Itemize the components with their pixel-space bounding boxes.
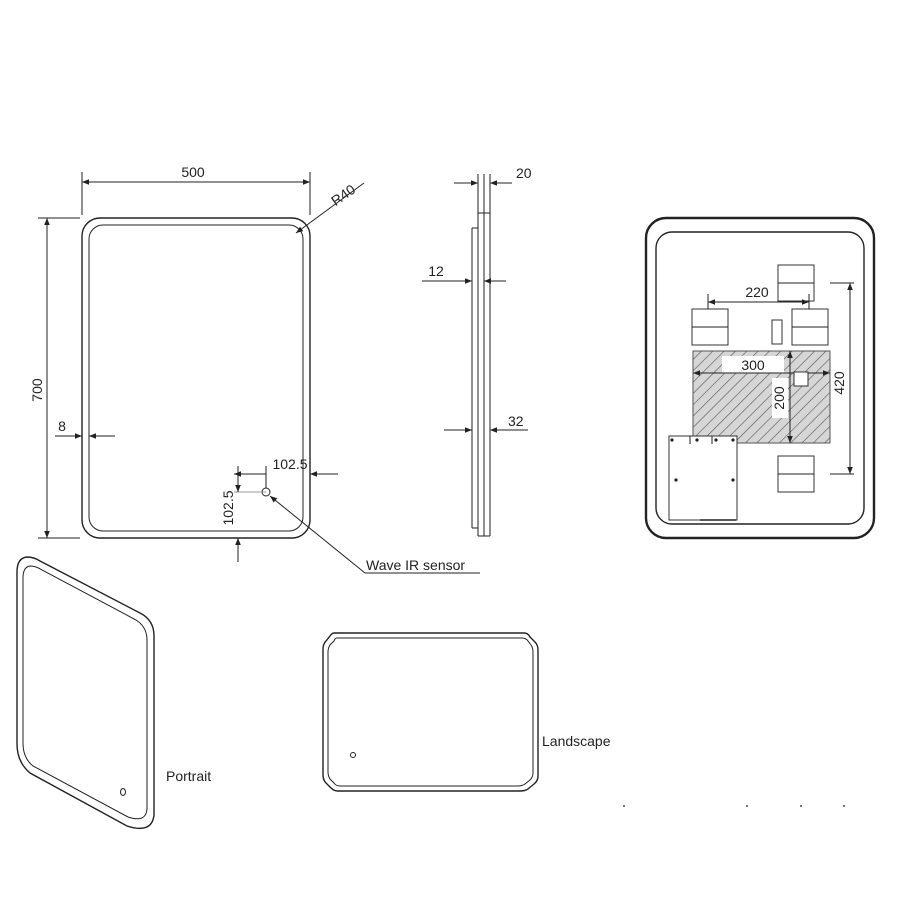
height-dimension: 700: [29, 378, 45, 402]
front-frame-inner: [88, 224, 304, 532]
connector-box: [793, 371, 809, 387]
hatch-label-bg: [722, 356, 784, 373]
portrait-label: Portrait: [166, 768, 211, 784]
side-view: 20 12 32: [422, 165, 532, 537]
depth-dimension: 20: [516, 165, 532, 181]
glass-dimension: 12: [428, 263, 444, 279]
front-frame-outer: [81, 217, 311, 539]
vertical-span-dimension: 420: [831, 371, 847, 395]
sensor-label: Wave IR sensor: [366, 557, 465, 573]
landscape-sensor: [350, 752, 356, 758]
hatch-side-label-bg: [772, 378, 788, 418]
landscape-outer: [322, 632, 539, 792]
driver-panel: [668, 435, 738, 521]
landscape-inner: [327, 637, 534, 787]
landscape-view: Landscape: [322, 632, 611, 792]
hatch-height-dimension: 200: [771, 386, 787, 410]
portrait-outer: [16, 556, 155, 830]
radius-leader: [295, 182, 365, 234]
front-view: 500 R40 700 8 102.5 102.5 Wave IR sensor: [29, 164, 480, 574]
width-dimension: 500: [181, 164, 205, 180]
radius-dimension: R40: [328, 181, 358, 209]
frame-dimension: 8: [58, 418, 66, 434]
sensor-y-dimension: 102.5: [220, 490, 236, 525]
portrait-inner: [22, 565, 148, 820]
landscape-label: Landscape: [542, 733, 611, 749]
rear-frame-inner: [655, 231, 865, 525]
hatch-width-dimension: 300: [741, 357, 765, 373]
sensor-x-dimension: 102.5: [272, 456, 307, 472]
bracket-spacing-dimension: 220: [745, 284, 769, 300]
portrait-view: Portrait: [16, 556, 211, 830]
switch-block: [771, 319, 783, 345]
dot-marks: [623, 805, 845, 807]
rear-view: 220 300 200 420: [644, 216, 876, 540]
portrait-sensor: [120, 788, 126, 796]
rear-frame-outer: [644, 216, 876, 540]
bracket-dimension: 32: [508, 413, 524, 429]
